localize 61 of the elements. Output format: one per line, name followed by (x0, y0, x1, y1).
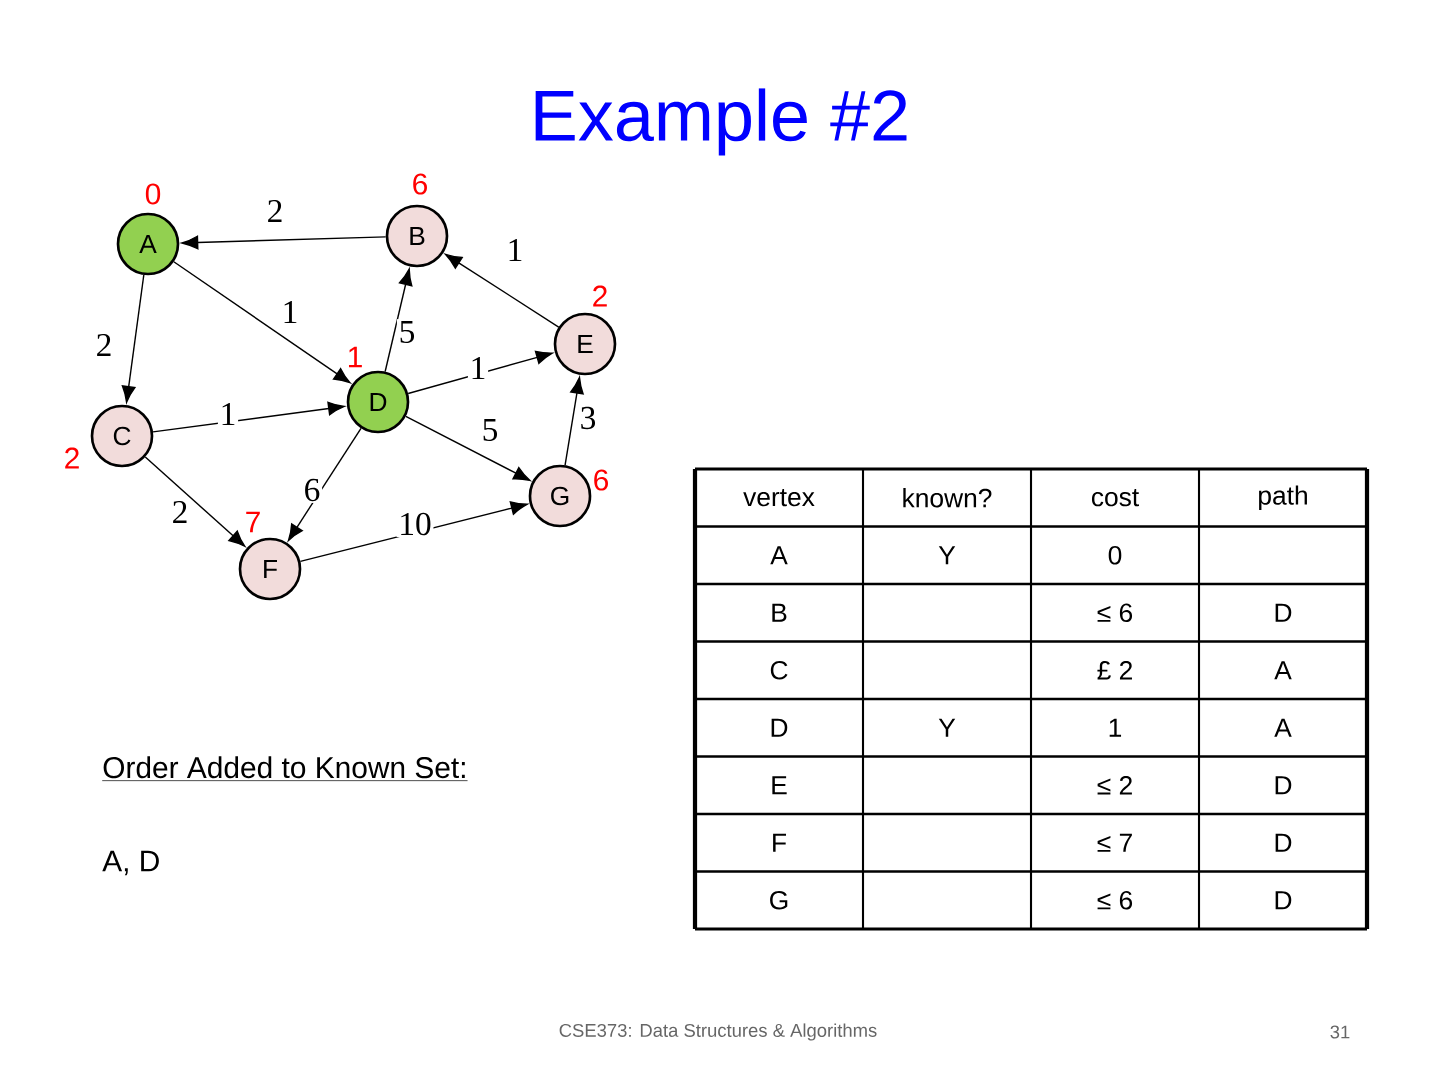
cost-label: 2 (65, 447, 79, 469)
table-cell: vertex (743, 489, 815, 507)
table-cell: D (1275, 833, 1292, 852)
cost-label: 2 (593, 285, 607, 307)
page-number: 31 (1330, 1025, 1350, 1039)
cost-label: 1 (349, 346, 362, 368)
table-cell: ≤ 6 (1097, 890, 1133, 910)
arrow (121, 274, 145, 403)
table-cell: C (770, 660, 788, 680)
arrow (287, 427, 362, 542)
table-cell: 1 (1109, 718, 1122, 737)
cost-label: 7 (246, 511, 260, 533)
table-cell: £ 2 (1097, 661, 1132, 680)
table-cell: B (772, 603, 787, 622)
edge-label: 2 (93, 332, 115, 358)
arrow (384, 268, 413, 373)
table-cell: path (1259, 485, 1307, 510)
table-cell: ≤ 6 (1097, 603, 1133, 623)
edge-label: 3 (577, 405, 599, 431)
cost-label: 6 (413, 173, 427, 195)
table-cell: A (1274, 661, 1292, 680)
edge-label: 2 (264, 198, 286, 224)
arrow (181, 235, 387, 250)
edge-label: 1 (279, 299, 301, 325)
table-cell: D (1275, 891, 1292, 910)
table-cell: Y (938, 718, 956, 737)
edge-label: 2 (169, 499, 191, 525)
table-cell: A (770, 546, 788, 565)
arrow (405, 415, 531, 482)
table-cell: Y (938, 546, 956, 565)
edge-label: 10 (396, 510, 434, 537)
edge-label: 1 (217, 401, 239, 427)
heading: Order Added to Known Set: (101, 756, 468, 781)
cost-label: 6 (594, 469, 608, 491)
edge-label: 1 (467, 355, 489, 381)
table-cell: F (773, 833, 786, 852)
table-cell: known? (903, 488, 992, 508)
table-cell: D (1275, 603, 1292, 622)
table-cell: D (1275, 776, 1292, 795)
table-cell: ≤ 2 (1097, 776, 1132, 795)
table-cell: A (1274, 718, 1292, 737)
table-cell: G (770, 890, 788, 910)
table-cell: ≤ 7 (1097, 833, 1132, 852)
cost-label: 0 (145, 183, 161, 205)
edge-label: 6 (301, 477, 323, 503)
arrow (564, 376, 584, 466)
footer-text: CSE373: Data Structures & Algorithms (559, 1023, 877, 1041)
edge-label: 5 (479, 417, 501, 443)
arrow (144, 456, 246, 547)
table-cell: 0 (1108, 545, 1122, 565)
arrow (444, 253, 560, 328)
table-cell: D (771, 718, 788, 737)
slide-title: Example #2 (535, 88, 907, 156)
known-order: A, D (102, 850, 159, 876)
table-cell: E (772, 776, 787, 795)
arrow (407, 350, 553, 395)
arrow (173, 261, 351, 384)
edge-label: 1 (504, 237, 526, 263)
arrow (152, 401, 345, 433)
table-cell: cost (1091, 489, 1139, 507)
edge-label: 5 (396, 319, 418, 345)
